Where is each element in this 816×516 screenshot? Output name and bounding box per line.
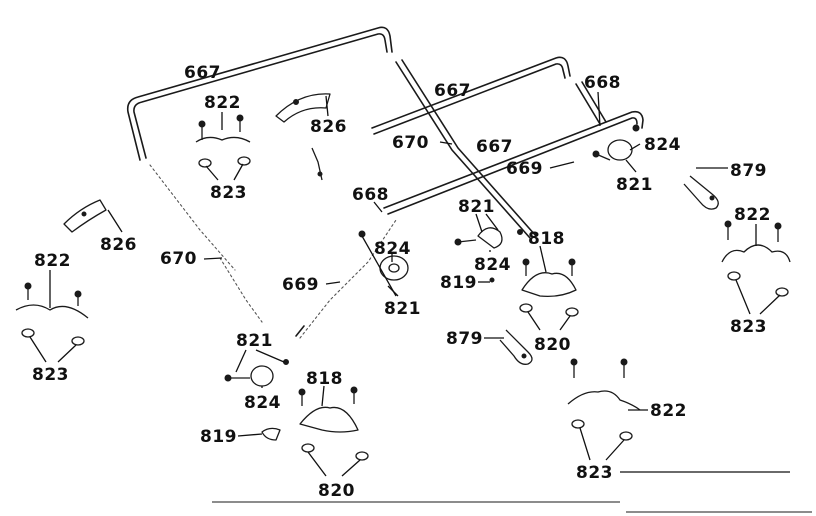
tie-rod-668-right	[575, 81, 607, 125]
callout-667-mid: 667	[434, 81, 471, 101]
pivot-824-center-a-group	[454, 227, 523, 249]
callout-824-center-b: 824	[374, 239, 411, 259]
tie-rod-669-left	[295, 219, 397, 339]
handle-rod-667-upper	[126, 26, 393, 271]
baseline-rules	[212, 501, 812, 513]
link-879-right	[683, 175, 719, 210]
clip-826-left	[63, 199, 107, 233]
callout-879-right: 879	[730, 161, 767, 181]
callout-822-bottom: 822	[650, 401, 687, 421]
callout-820-bottom: 820	[318, 481, 355, 501]
callout-879-center: 879	[446, 329, 483, 349]
callout-826-left: 826	[100, 235, 137, 255]
callout-818-center: 818	[528, 229, 565, 249]
leader-lines	[29, 91, 790, 477]
callout-823-right: 823	[730, 317, 767, 337]
callout-819-center: 819	[440, 273, 477, 293]
callout-670-mid: 670	[392, 133, 429, 153]
callout-821-right: 821	[616, 175, 653, 195]
callout-822-right: 822	[734, 205, 771, 225]
callout-823-bottom: 823	[576, 463, 613, 483]
bracket-822-top-group	[195, 114, 251, 168]
callout-667-low: 667	[476, 137, 513, 157]
callout-823-left: 823	[32, 365, 69, 385]
callout-668-right: 668	[584, 73, 621, 93]
callout-821-left: 821	[236, 331, 273, 351]
callout-819-left: 819	[200, 427, 237, 447]
bracket-822-right-group	[721, 220, 791, 297]
bracket-818-left-group	[261, 386, 369, 461]
handle-rod-667-lower	[383, 110, 644, 215]
link-879-center	[499, 329, 533, 365]
handle-rod-667-middle	[371, 56, 571, 135]
callout-821-center-b: 821	[384, 299, 421, 319]
callout-822-top: 822	[204, 93, 241, 113]
tie-rod-670-left	[219, 257, 263, 323]
bracket-822-bottom-group	[567, 358, 641, 441]
callout-820-center: 820	[534, 335, 571, 355]
callout-824-right: 824	[644, 135, 681, 155]
clip-826-top	[275, 93, 331, 181]
pivot-824-left-group	[224, 359, 289, 387]
callout-826-top: 826	[310, 117, 347, 137]
callout-668-left: 668	[352, 185, 389, 205]
callout-669-left: 669	[282, 275, 319, 295]
tie-rod-670-center	[395, 59, 537, 239]
pivot-824-right-group	[592, 124, 640, 161]
callout-818-left: 818	[306, 369, 343, 389]
callout-824-left: 824	[244, 393, 281, 413]
callout-669-mid: 669	[506, 159, 543, 179]
bracket-822-left-group	[15, 282, 89, 346]
callout-824-center-a: 824	[474, 255, 511, 275]
callout-821-center-a: 821	[458, 197, 495, 217]
callout-667-top: 667	[184, 63, 221, 83]
callout-823-top: 823	[210, 183, 247, 203]
callout-822-left: 822	[34, 251, 71, 271]
callout-labels: 667 667 667 668 668 670 670 669 669 822 …	[32, 63, 771, 501]
callout-670-left: 670	[160, 249, 197, 269]
bracket-818-center-group	[489, 258, 579, 317]
